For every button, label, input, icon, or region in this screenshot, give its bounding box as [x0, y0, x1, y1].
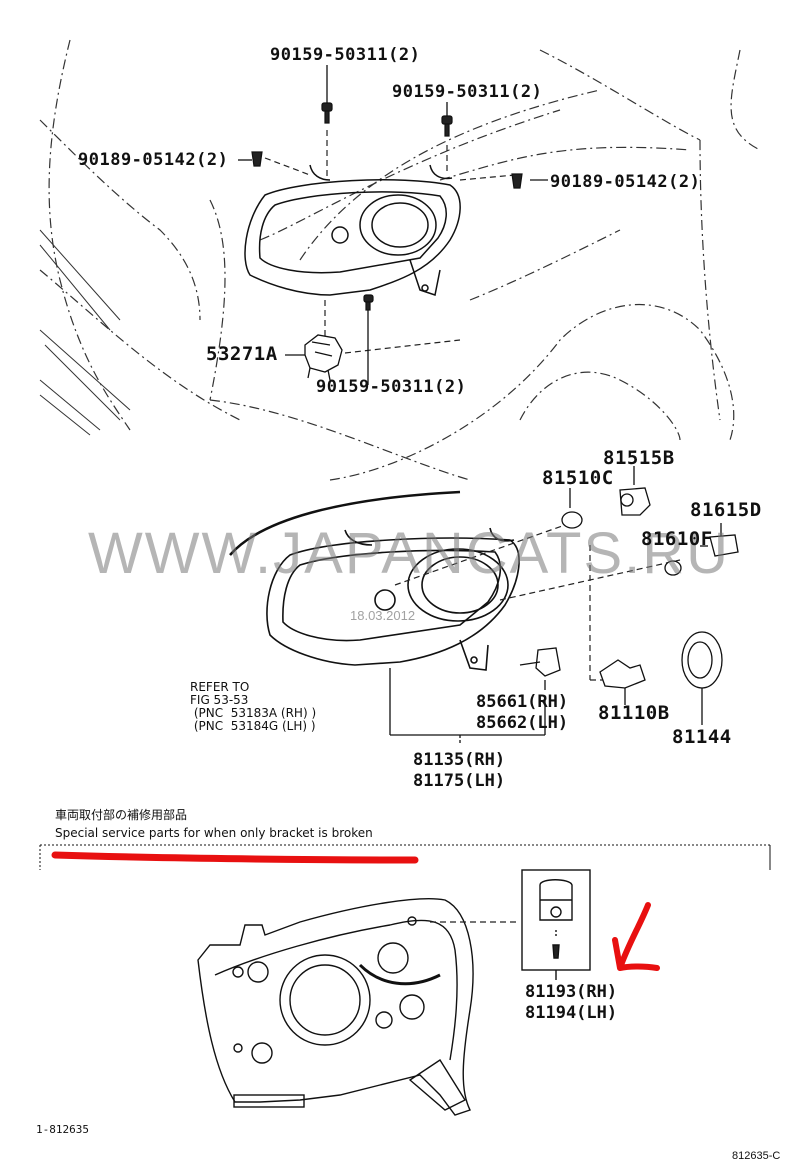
part-quantity: (2)	[510, 82, 543, 102]
refer-line-1: REFER TO	[190, 680, 250, 694]
fastener-icons	[251, 102, 523, 311]
vehicle-body-outline	[39, 39, 761, 481]
bulb-icons	[519, 487, 739, 689]
callout-bolt-top-left[interactable]: 90159-50311(2)	[270, 45, 420, 65]
callout-bolt-top-right[interactable]: 90159-50311(2)	[392, 82, 542, 102]
part-number: 90189-05142	[78, 150, 197, 170]
trim-strip	[229, 490, 461, 556]
callout-bracket-53271A[interactable]: 53271A	[206, 343, 278, 365]
red-underline-annotation	[51, 851, 419, 864]
refer-line-4: (PNC 53184G (LH) )	[190, 719, 316, 733]
callout-bolt-bottom[interactable]: 90159-50311(2)	[316, 377, 466, 397]
callout-headlamp-pair[interactable]: 81135(RH) 81175(LH)	[413, 750, 505, 792]
refer-note: REFER TO FIG 53-53 (PNC 53183A (RH) ) (P…	[190, 681, 316, 733]
part-lh: 85662(LH)	[476, 713, 569, 733]
watermark-text: WWW.JAPANCATS.RU	[88, 521, 731, 586]
callout-clip-right[interactable]: 90189-05142(2)	[550, 172, 700, 192]
callout-81144[interactable]: 81144	[672, 726, 732, 748]
headlamp-assembly-top	[244, 164, 461, 296]
figure-code-right: 812635-C	[732, 1150, 781, 1162]
part-quantity: (2)	[388, 45, 421, 65]
watermark-date: 18.03.2012	[350, 608, 416, 623]
headlamp-rear-view	[197, 898, 474, 1116]
section-heading-en: Special service parts for when only brac…	[55, 826, 373, 840]
part-number: 90189-05142	[550, 172, 669, 192]
callout-socket-pair[interactable]: 85661(RH) 85662(LH)	[476, 692, 568, 734]
part-number: 90159-50311	[316, 377, 435, 397]
repair-kit-box	[521, 869, 591, 980]
part-quantity: (2)	[434, 377, 467, 397]
red-arrow-annotation	[612, 902, 660, 971]
part-number: 53271A	[206, 343, 278, 365]
headlamp-assembly-middle	[266, 527, 520, 671]
bracket-53271A	[304, 334, 343, 381]
callout-81515B[interactable]: 81515B	[603, 447, 675, 469]
part-number: 90159-50311	[392, 82, 511, 102]
part-lh: 81194(LH)	[525, 1003, 618, 1023]
body-hatch-lines	[39, 229, 131, 436]
part-rh: 81135(RH)	[413, 750, 506, 770]
part-rh: 81193(RH)	[525, 982, 618, 1002]
callout-repair-kit-pair[interactable]: 81193(RH) 81194(LH)	[525, 982, 617, 1024]
part-lh: 81175(LH)	[413, 771, 506, 791]
callout-81610F[interactable]: 81610F	[641, 528, 713, 550]
refer-line-3: (PNC 53183A (RH) )	[190, 706, 317, 720]
section-heading-jp: 車両取付部の補修用部品	[55, 808, 188, 822]
callout-81110B[interactable]: 81110B	[598, 702, 670, 724]
part-rh: 85661(RH)	[476, 692, 569, 712]
part-quantity: (2)	[196, 150, 229, 170]
callout-81510C[interactable]: 81510C	[542, 467, 614, 489]
figure-code-left: 1-812635	[36, 1123, 89, 1136]
part-quantity: (2)	[668, 172, 701, 192]
part-number: 90159-50311	[270, 45, 389, 65]
callout-81615D[interactable]: 81615D	[690, 499, 762, 521]
section-bracket-frame	[39, 844, 771, 870]
callout-clip-left[interactable]: 90189-05142(2)	[78, 150, 228, 170]
refer-line-2[interactable]: FIG 53-53	[190, 693, 249, 707]
